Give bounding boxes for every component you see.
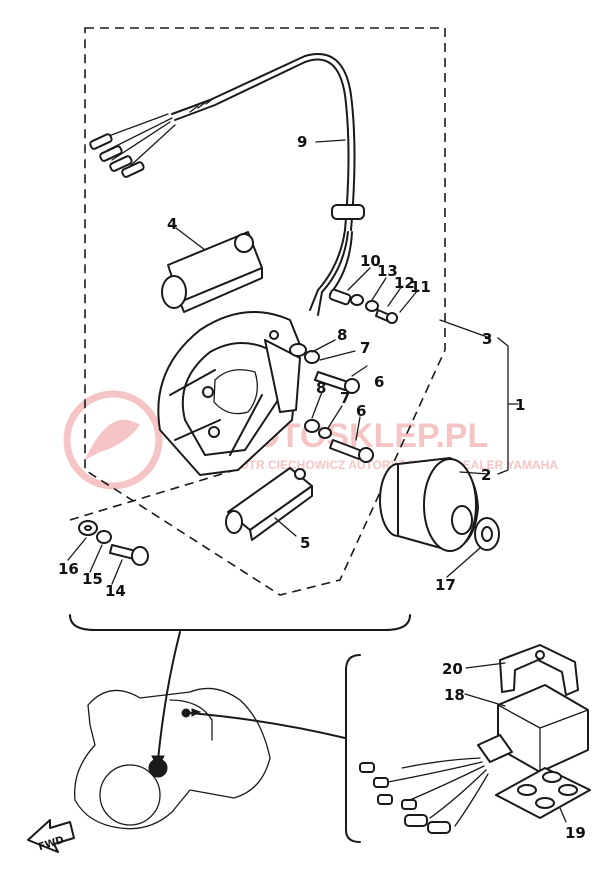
leader-lines bbox=[67, 139, 567, 823]
ignition-coil bbox=[161, 231, 263, 313]
location-pointer bbox=[157, 631, 181, 761]
watermark-logo-mark-icon bbox=[85, 419, 140, 460]
screw-set-upper bbox=[289, 343, 360, 394]
callout-13: 13 bbox=[377, 262, 398, 280]
callout-6a: 6 bbox=[374, 373, 384, 391]
callout-labels: 1 2 3 4 5 6 6 7 7 8 8 9 10 11 12 13 14 1… bbox=[58, 133, 586, 842]
screw-set-small bbox=[328, 288, 398, 324]
callout-9: 9 bbox=[297, 133, 307, 151]
callout-20: 20 bbox=[442, 660, 463, 678]
watermark-logo-icon bbox=[63, 390, 163, 490]
stator-plate bbox=[157, 311, 301, 476]
cdi-wires bbox=[359, 757, 489, 834]
forward-direction-icon: FWD bbox=[27, 819, 75, 853]
screw-set-lower bbox=[304, 419, 374, 463]
rubber-pad bbox=[495, 767, 591, 819]
washer-group-boundary bbox=[69, 469, 236, 521]
callout-6b: 6 bbox=[356, 402, 366, 420]
cdi-inset-frame bbox=[345, 654, 361, 843]
callout-19: 19 bbox=[565, 824, 586, 842]
wire-harness bbox=[89, 53, 365, 316]
callout-1: 1 bbox=[515, 396, 525, 414]
callout-18: 18 bbox=[444, 686, 465, 704]
cdi-unit bbox=[477, 684, 589, 773]
callout-7b: 7 bbox=[340, 389, 350, 407]
callout-3: 3 bbox=[482, 330, 492, 348]
washer-bolt-group bbox=[78, 520, 149, 566]
callout-16: 16 bbox=[58, 560, 79, 578]
callout-14: 14 bbox=[105, 582, 126, 600]
callout-2: 2 bbox=[481, 466, 491, 484]
callout-4: 4 bbox=[167, 215, 177, 233]
callout-11: 11 bbox=[410, 278, 431, 296]
flywheel-rotor bbox=[379, 457, 500, 552]
group-bracket bbox=[69, 614, 411, 631]
callout-8a: 8 bbox=[337, 326, 347, 344]
callout-5: 5 bbox=[300, 534, 310, 552]
pulser-coil bbox=[225, 467, 313, 541]
assembly-boundary bbox=[84, 27, 446, 596]
callout-17: 17 bbox=[435, 576, 456, 594]
callout-7a: 7 bbox=[360, 339, 370, 357]
callout-15: 15 bbox=[82, 570, 103, 588]
callout-8b: 8 bbox=[316, 379, 326, 397]
callout-12: 12 bbox=[394, 274, 415, 292]
callout-10: 10 bbox=[360, 252, 381, 270]
cdi-bracket bbox=[499, 644, 579, 696]
motorcycle-outline bbox=[74, 687, 346, 830]
